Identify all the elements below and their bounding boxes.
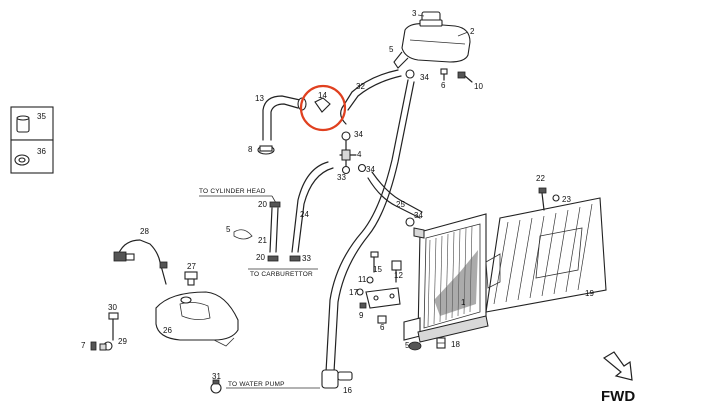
label-34c: 34: [366, 165, 375, 174]
grommet-17[interactable]: [356, 288, 364, 296]
part-36-box[interactable]: 36: [10, 139, 54, 174]
label-9: 9: [359, 311, 364, 320]
expansion-tank[interactable]: [393, 11, 471, 69]
clamp-8[interactable]: [257, 145, 275, 155]
radiator-grille-19[interactable]: [485, 197, 607, 313]
hose-32[interactable]: [340, 69, 399, 125]
clip-5-small[interactable]: [233, 229, 253, 240]
label-36: 36: [37, 147, 46, 156]
note-to-carburettor: TO CARBURETTOR: [250, 271, 313, 278]
part-35-box[interactable]: 35: [10, 106, 54, 141]
label-26: 26: [163, 326, 172, 335]
label-5c: 5: [405, 341, 410, 350]
clamp-20-top[interactable]: [269, 201, 281, 208]
label-24: 24: [300, 210, 309, 219]
label-4: 4: [357, 150, 362, 159]
label-12: 12: [394, 271, 403, 280]
washer-23[interactable]: [552, 194, 560, 202]
bleed-screw-30[interactable]: [108, 312, 119, 341]
label-17: 17: [349, 288, 358, 297]
label-34d: 34: [414, 211, 423, 220]
label-29: 29: [118, 337, 127, 346]
label-7: 7: [81, 341, 86, 350]
label-25: 25: [396, 200, 405, 209]
grommet-11[interactable]: [366, 276, 374, 284]
label-14: 14: [318, 91, 327, 100]
label-33b: 33: [302, 254, 311, 263]
clamp-34-radiator[interactable]: [405, 217, 415, 227]
nut-6b[interactable]: [377, 315, 387, 324]
plug-18[interactable]: [436, 337, 446, 349]
cap-5-bottom[interactable]: [408, 341, 422, 351]
label-6b: 6: [380, 323, 385, 332]
clamp-33-right[interactable]: [341, 165, 351, 175]
elbow-16[interactable]: [321, 369, 353, 389]
tee-fitting-4[interactable]: [339, 131, 357, 169]
label-27: 27: [187, 262, 196, 271]
spacer-12[interactable]: [391, 260, 402, 283]
label-34a: 34: [420, 73, 429, 82]
label-15: 15: [373, 265, 382, 274]
nut-9[interactable]: [359, 302, 367, 309]
cover-26[interactable]: [155, 291, 239, 347]
clamp-34-mid[interactable]: [357, 163, 367, 173]
arrow-down-right-icon: [602, 351, 633, 381]
label-31: 31: [212, 372, 221, 381]
label-3: 3: [412, 9, 417, 18]
bolt-15[interactable]: [370, 251, 379, 273]
label-32: 32: [356, 82, 365, 91]
washer-29[interactable]: [99, 341, 113, 351]
label-10: 10: [474, 82, 483, 91]
highlight-ring: [299, 84, 347, 132]
label-23: 23: [562, 195, 571, 204]
long-hose[interactable]: [325, 79, 409, 373]
radiator-1[interactable]: [403, 213, 489, 343]
bolt-10[interactable]: [457, 71, 473, 83]
label-2: 2: [470, 27, 475, 36]
screw-22[interactable]: [538, 187, 547, 211]
label-1: 1: [461, 298, 466, 307]
part-14-highlighted[interactable]: [299, 84, 347, 132]
label-20a: 20: [258, 200, 267, 209]
label-16: 16: [343, 386, 352, 395]
bracket-plate[interactable]: [365, 287, 401, 309]
clamp-34-top[interactable]: [405, 69, 415, 79]
label-6: 6: [441, 81, 446, 90]
hose-25[interactable]: [367, 177, 421, 219]
label-34b: 34: [354, 130, 363, 139]
clamp-31[interactable]: [210, 379, 222, 394]
fwd-label: FWD: [601, 388, 635, 405]
temp-sensor-wire-28[interactable]: [113, 239, 168, 285]
label-8: 8: [248, 145, 253, 154]
label-33a: 33: [337, 173, 346, 182]
hose-21[interactable]: [269, 207, 273, 253]
clamp-20-bottom[interactable]: [267, 255, 279, 262]
label-18: 18: [451, 340, 460, 349]
label-5: 5: [389, 45, 394, 54]
hose-13[interactable]: [262, 95, 301, 141]
note-to-cylinder-head: TO CYLINDER HEAD: [199, 188, 266, 195]
label-5b: 5: [226, 225, 231, 234]
label-13: 13: [255, 94, 264, 103]
clamp-33-left[interactable]: [289, 255, 301, 262]
label-35: 35: [37, 112, 46, 121]
label-22: 22: [536, 174, 545, 183]
label-28: 28: [140, 227, 149, 236]
label-30: 30: [108, 303, 117, 312]
hose-24[interactable]: [291, 161, 329, 253]
label-20b: 20: [256, 253, 265, 262]
clip-7[interactable]: [90, 341, 97, 351]
note-to-water-pump: TO WATER PUMP: [228, 381, 285, 388]
label-19: 19: [585, 289, 594, 298]
label-21: 21: [258, 236, 267, 245]
label-11: 11: [358, 275, 367, 284]
screw-6[interactable]: [440, 68, 448, 81]
plug-27[interactable]: [184, 271, 198, 286]
